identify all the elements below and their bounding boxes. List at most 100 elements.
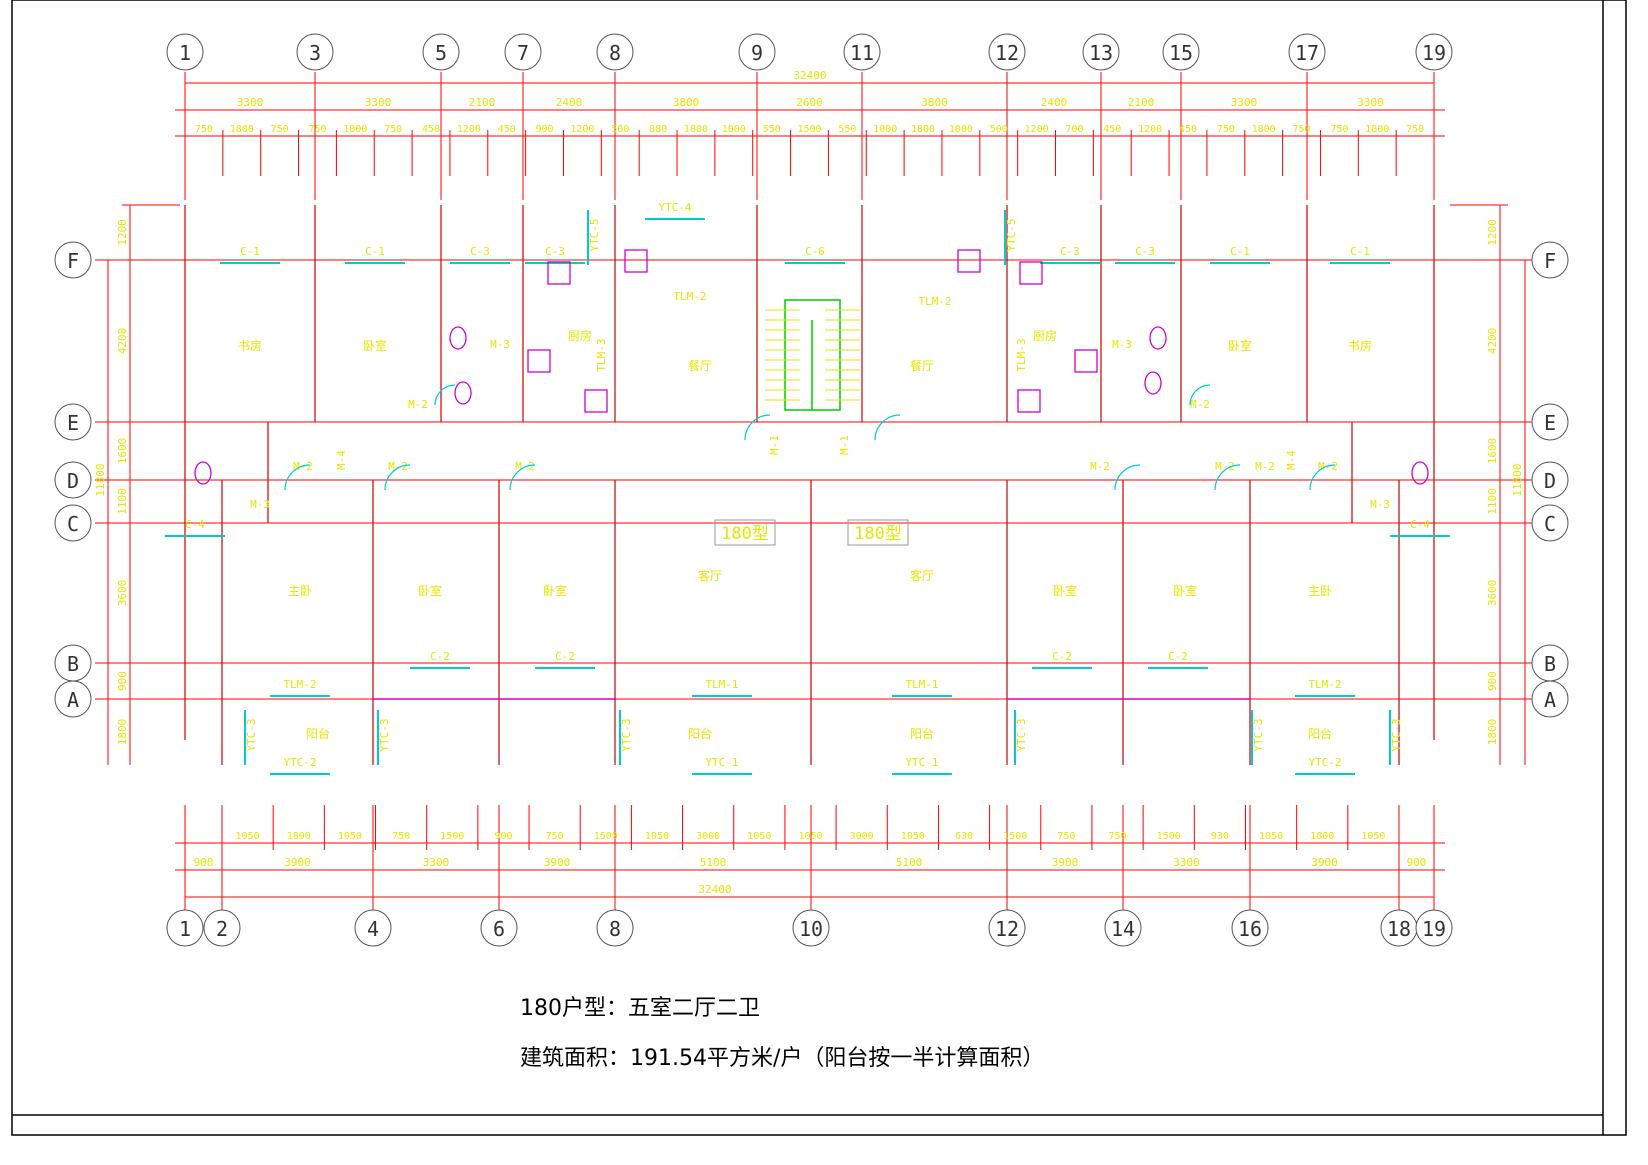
door-swing-arc [1114,464,1141,491]
col-axis-bubble-top [1288,33,1326,71]
dim-bottom-1: 750 [1057,831,1075,842]
dim-top-1: 1200 [457,124,481,135]
col-axis-bubble-bottom [480,909,518,947]
col-axis-label-bottom: 8 [609,917,621,941]
dim-bottom-1: 1050 [901,831,925,842]
dim-top-1: 700 [1065,124,1083,135]
window-label: C-3 [1060,245,1080,258]
row-axis-bubble-left [54,403,92,441]
room-label: 书房 [238,338,262,353]
dim-bottom-1: 1050 [236,831,260,842]
row-axis-label-left: D [67,469,79,493]
dim-top-2: 3300 [237,96,264,109]
window-label: TLM-2 [1308,678,1341,691]
dim-top-1: 500 [611,124,629,135]
kitchen-fixture-icon [527,349,551,373]
row-axis-bubble-right [1531,504,1569,542]
room-label: 餐厅 [688,358,712,373]
dim-top-1: 750 [195,124,213,135]
window-label: C-1 [1350,245,1370,258]
kitchen-fixture-icon [1019,261,1043,285]
window-label: C-2 [430,650,450,663]
col-axis-bubble-top [1162,33,1200,71]
col-axis-label-top: 13 [1089,41,1113,65]
dim-bottom-1: 1500 [594,831,618,842]
col-axis-bubble-top [422,33,460,71]
col-axis-bubble-bottom [988,909,1026,947]
dim-bottom-2: 3900 [284,856,311,869]
room-label: 阳台 [688,726,712,741]
dim-bottom-2: 3900 [544,856,571,869]
window-label: YTC-2 [283,756,316,769]
dim-right: 3600 [1486,580,1499,607]
dim-bottom-1: 750 [1109,831,1127,842]
col-axis-label-top: 8 [609,41,621,65]
dim-top-1: 450 [1103,124,1121,135]
row-axis-label-left: E [67,411,79,435]
row-axis-label-left: C [67,512,79,536]
col-axis-label-bottom: 2 [216,917,228,941]
col-axis-label-top: 5 [435,41,447,65]
row-axis-bubble-left [54,504,92,542]
col-axis-label-bottom: 6 [493,917,505,941]
dim-top-2: 2400 [556,96,583,109]
row-axis-label-right: F [1544,249,1556,273]
row-axis-label-right: D [1544,469,1556,493]
dim-right: 1200 [1486,219,1499,246]
room-label: 厨房 [1033,328,1057,343]
room-label: 卧室 [418,583,442,598]
col-axis-bubble-top [1415,33,1453,71]
dim-top-2: 3300 [365,96,392,109]
row-axis-bubble-right [1531,241,1569,279]
dim-top-1: 1200 [1025,124,1049,135]
window-label: YTC-2 [1308,756,1341,769]
dim-right: 1600 [1486,438,1499,465]
col-axis-bubble-top [843,33,881,71]
dim-left: 1100 [116,488,129,515]
dim-top-1: 1200 [570,124,594,135]
room-label: 客厅 [910,568,934,583]
room-label: 卧室 [543,583,567,598]
dim-right-vertical: 11800 [1511,463,1524,496]
col-axis-bubble-top [988,33,1026,71]
dim-top-1: 1800 [684,124,708,135]
door-swing-arc [1309,464,1336,491]
col-axis-bubble-bottom [203,909,241,947]
drawing-frame [11,0,1627,1136]
toilet-icon [1149,326,1167,350]
door-label: M-3 [1370,498,1390,511]
room-label: 客厅 [698,568,722,583]
room-label: 卧室 [363,338,387,353]
unit-type-box [714,519,776,546]
dim-bottom-2: 900 [1407,856,1427,869]
room-label: 主卧 [1308,584,1332,598]
col-axis-bubble-bottom [166,909,204,947]
dim-top-1: 1800 [343,124,367,135]
dim-bottom-1: 1050 [798,831,822,842]
dim-left: 1600 [116,438,129,465]
window-label: YTC-3 [1252,718,1265,751]
dim-top-1: 450 [1179,124,1197,135]
window-label: YTC-4 [658,201,691,214]
col-axis-bubble-top [504,33,542,71]
door-label: TLM-2 [673,290,706,303]
dim-bottom-1: 1800 [287,831,311,842]
col-axis-bubble-top [738,33,776,71]
door-label: M-2 [1255,460,1275,473]
dim-bottom-1: 1500 [1157,831,1181,842]
dim-right: 900 [1486,671,1499,691]
window-label: YTC-3 [620,718,633,751]
dim-right: 1100 [1486,488,1499,515]
unit-type-label: 180型 [721,524,769,544]
dim-bottom-1: 1050 [747,831,771,842]
dim-bottom-1: 1050 [1259,831,1283,842]
dim-top-2: 2600 [796,96,823,109]
col-axis-label-bottom: 14 [1111,917,1135,941]
door-label: M-2 [1215,460,1235,473]
dim-top-1: 750 [384,124,402,135]
dim-top-2: 3300 [1357,96,1384,109]
dim-top-2: 3800 [921,96,948,109]
dim-top-1: 1000 [949,124,973,135]
dim-bottom-1: 630 [955,831,973,842]
room-label: 卧室 [1228,338,1252,353]
